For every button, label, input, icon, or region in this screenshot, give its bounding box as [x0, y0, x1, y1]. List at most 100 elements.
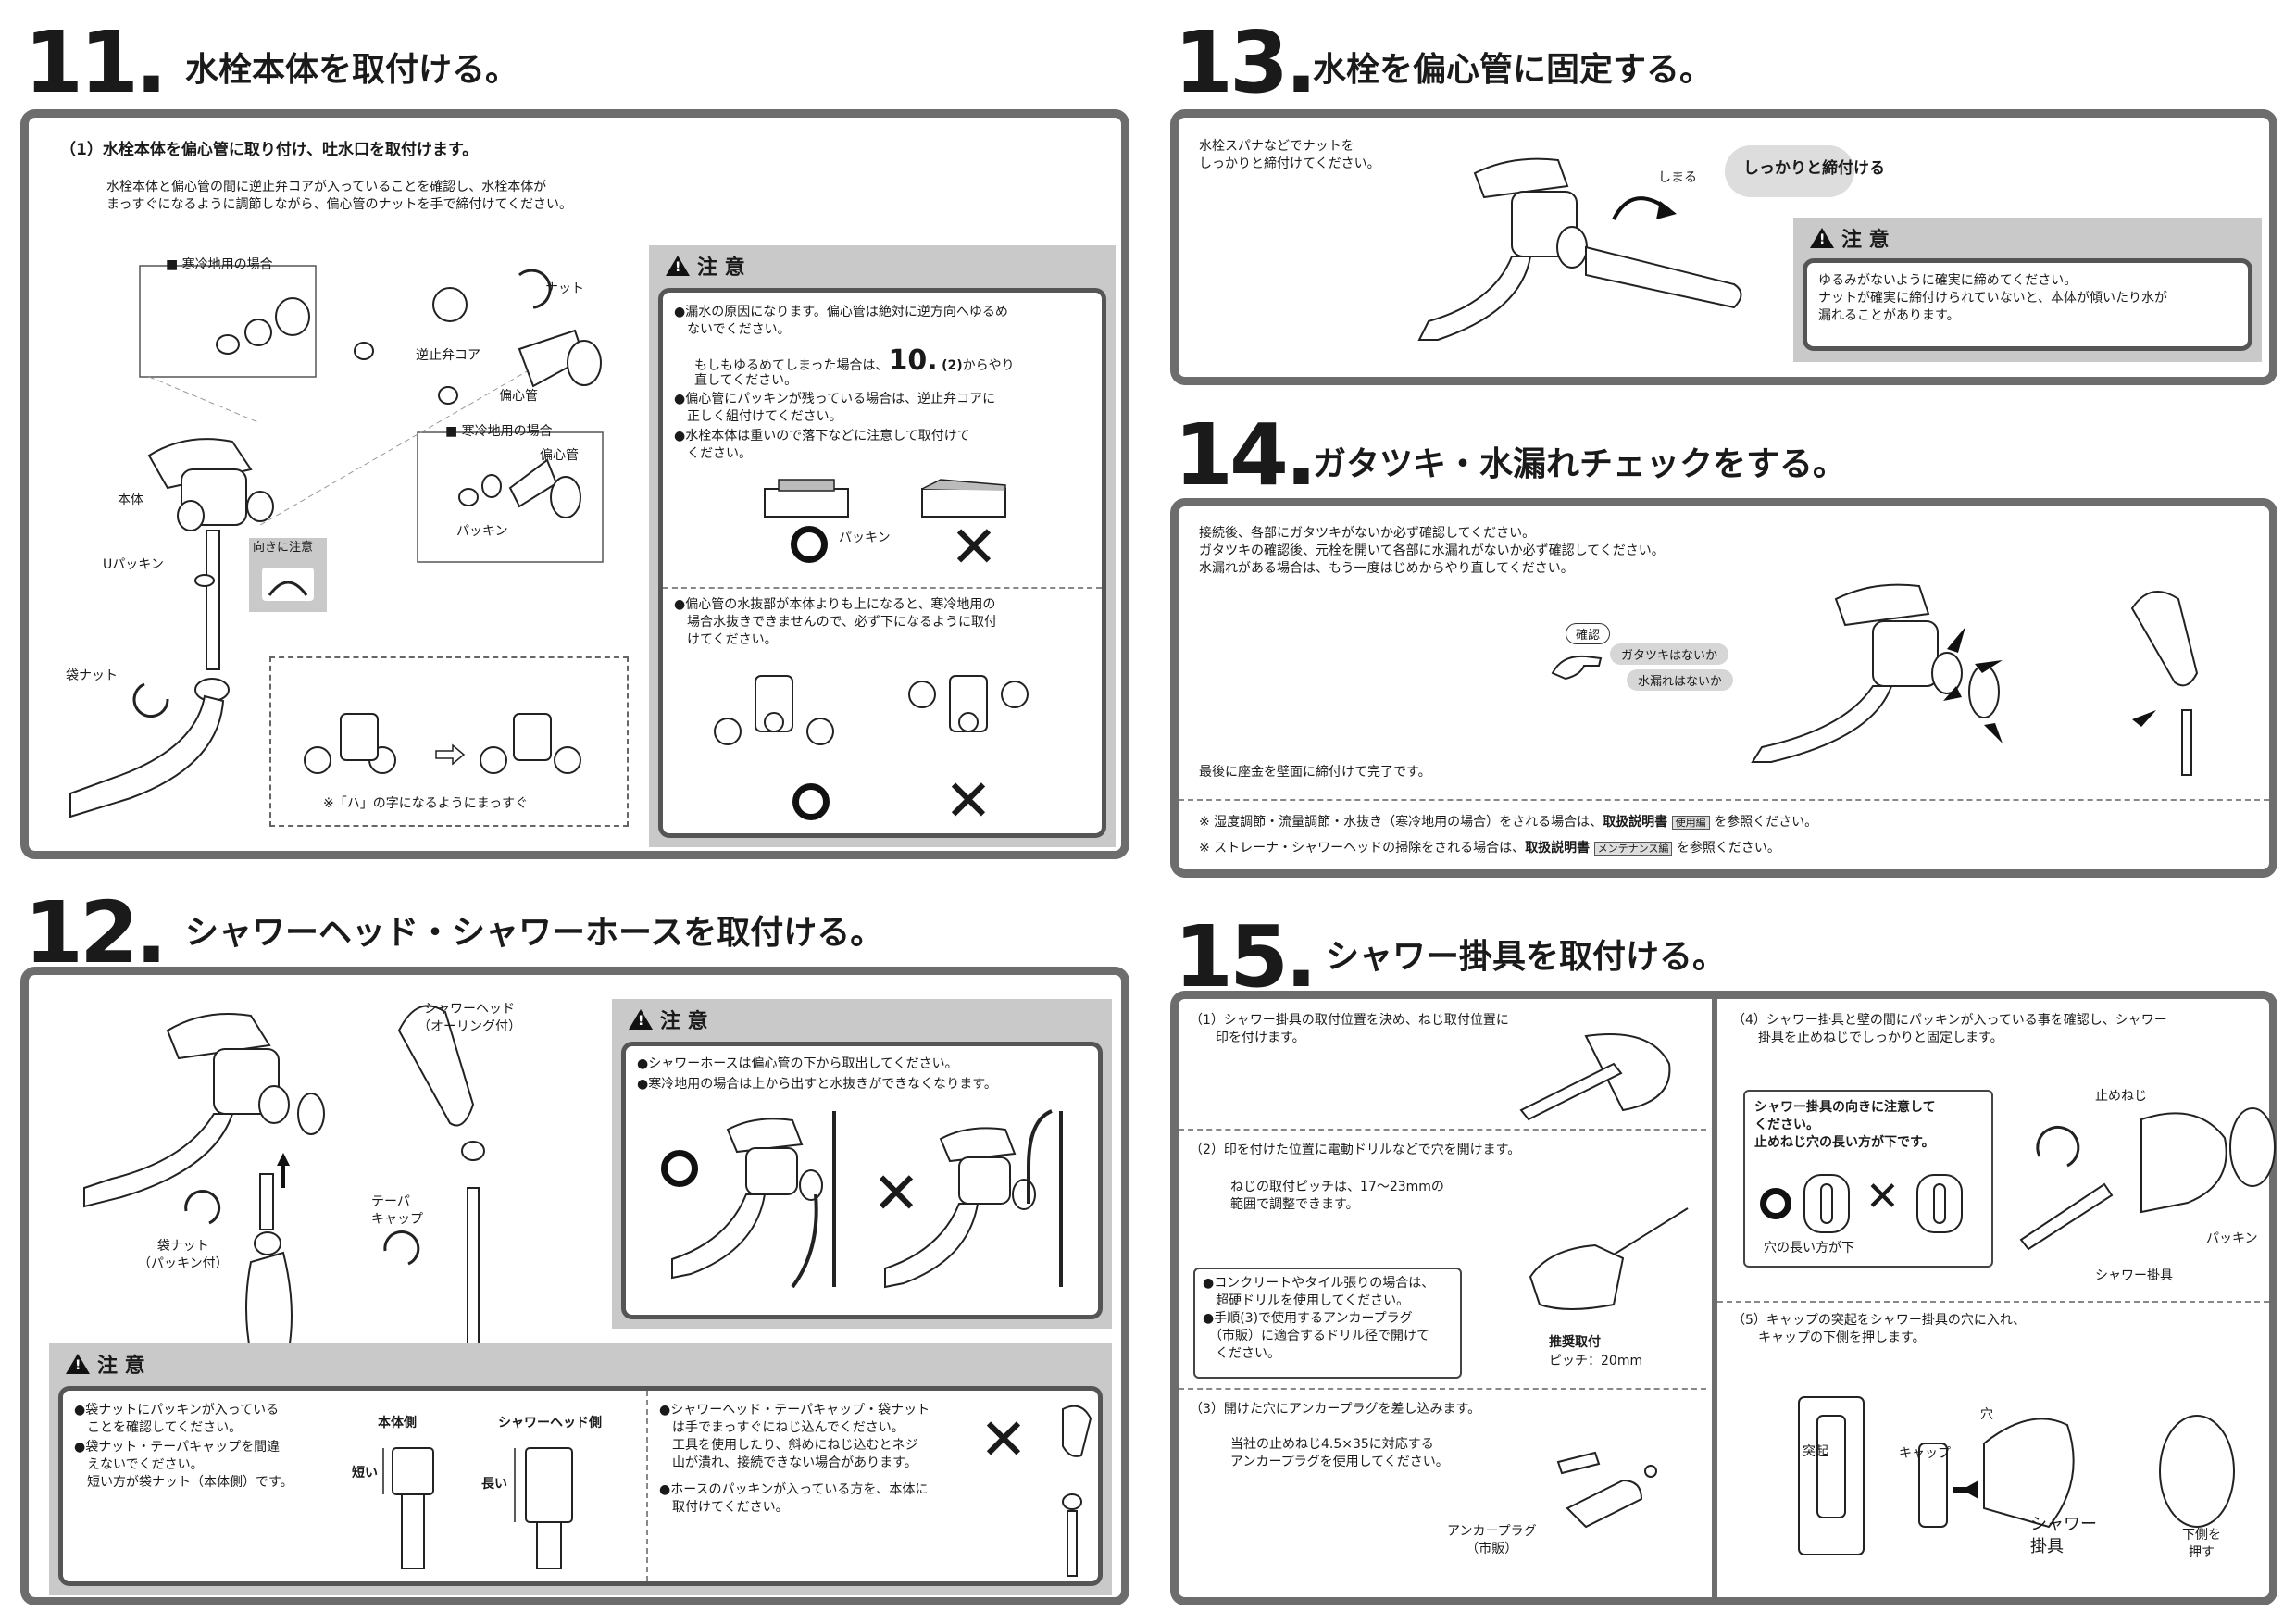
- step-13-caution: 注 意 ゆるみがないように確実に締めてください。 ナットが確実に締付けられていな…: [1793, 218, 2262, 362]
- check-label: 確認: [1566, 623, 1611, 644]
- nut-comparison-diagram: [382, 1447, 573, 1569]
- step-13-description: 水栓スパナなどでナットを しっかりと締付けてください。: [1199, 139, 1380, 171]
- label-packing-caution: パッキン: [839, 531, 891, 545]
- step-13-number: 13.: [1174, 13, 1317, 112]
- label-tighten: しまる: [1658, 170, 1697, 185]
- caution-divider: [663, 587, 1102, 589]
- label-set-screw: 止めねじ: [2095, 1089, 2147, 1104]
- direction-caution-box: 向きに注意: [249, 538, 327, 612]
- label-ha-shape-note: ※「ハ」の字になるようにまっすぐ: [323, 796, 529, 811]
- caution-item-1: ●漏水の原因になります。偏心管は絶対に逆方向へゆるめ ないでください。: [674, 305, 1008, 337]
- step-14-divider: [1179, 799, 2269, 801]
- warning-icon: [1810, 228, 1834, 248]
- ng-mark-2: ✕: [944, 767, 992, 834]
- label-body: 本体: [118, 493, 144, 507]
- label-shower-side: シャワーヘッド側: [498, 1416, 602, 1430]
- label-push-bottom: 下側を 押す: [2182, 1528, 2221, 1560]
- ok-mark: [661, 1150, 698, 1187]
- step-15-column-divider: [1712, 999, 1717, 1597]
- screw-fixing-illustration: [2019, 1107, 2276, 1251]
- caution-item-1b: もしもゆるめてしまった場合は、10. (2)からやり: [694, 344, 1015, 377]
- caution-header: 注 意: [666, 251, 745, 281]
- divider-3: [1717, 1301, 2269, 1303]
- ok-mark: [1760, 1188, 1791, 1219]
- caution-item-4: ●ホースのパッキンが入っている方を、本体に 取付けてください。: [659, 1482, 929, 1515]
- caution-body: ●漏水の原因になります。偏心管は絶対に逆方向へゆるめ ないでください。 もしもゆ…: [658, 288, 1106, 838]
- step-14-description: 接続後、各部にガタツキがないか必ず確認してください。 ガタツキの確認後、元栓を開…: [1199, 526, 1665, 576]
- step-12-number: 12.: [24, 883, 168, 982]
- note-humidity: ※ 湿度調節・流量調節・水抜き（寒冷地用の場合）をされる場合は、取扱説明書 使用…: [1199, 815, 1818, 830]
- label-cap: キャップ: [1899, 1446, 1951, 1461]
- warning-icon: [629, 1009, 653, 1030]
- packing-diagram: [764, 479, 1006, 518]
- divider-2: [1179, 1388, 1706, 1390]
- label-long: 長い: [481, 1477, 507, 1492]
- step-14-number: 14.: [1174, 406, 1317, 505]
- procedure-5: （5）キャップの突起をシャワー掛具の穴に入れ、 キャップの下側を押します。: [1732, 1313, 2027, 1345]
- cap-fitting-illustration: [1798, 1396, 2235, 1555]
- procedure-3-detail: 当社の止めねじ4.5×35に対応する アンカープラグを使用してください。: [1230, 1437, 1449, 1469]
- label-bump: 突起: [1803, 1444, 1828, 1459]
- shower-hose-illustration: [83, 1005, 485, 1355]
- caution-item-1: ●シャワーホースは偏心管の下から取出してください。: [637, 1056, 958, 1071]
- label-packing: パッキン: [2206, 1231, 2258, 1246]
- procedure-2-detail: ねじの取付ピッチは、17～23mmの 範囲で調整できます。: [1230, 1180, 1444, 1212]
- step-11-caution: 注 意 ●漏水の原因になります。偏心管は絶対に逆方向へゆるめ ないでください。 …: [649, 245, 1116, 847]
- step-12-caution-1: 注 意 ●シャワーホースは偏心管の下から取出してください。 ●寒冷地用の場合は上…: [612, 999, 1112, 1329]
- holder-front-ng: [1916, 1174, 1963, 1233]
- caution-header: 注 意: [629, 1005, 708, 1034]
- ok-mark-2: [792, 783, 830, 820]
- caution-body: ゆるみがないように確実に締めてください。 ナットが確実に締付けられていないと、本…: [1803, 258, 2252, 351]
- drilling-illustration: [1529, 1207, 1689, 1310]
- step-13-title: 水栓を偏心管に固定する。: [1313, 51, 1714, 89]
- caution-item-4: ●偏心管の水抜部が本体よりも上になると、寒冷地用の 場合水抜きできませんので、必…: [674, 597, 998, 647]
- step-11-title: 水栓本体を取付ける。: [185, 51, 519, 89]
- caution-item-3: ●シャワーヘッド・テーパキャップ・袋ナット は手でまっすぐにねじ込んでください。…: [659, 1403, 930, 1470]
- label-shower-head: シャワーヘッド （オーリング付）: [418, 1002, 521, 1034]
- holder-front-ok: [1803, 1174, 1850, 1233]
- question-wobble: ガタツキはないか: [1610, 643, 1729, 665]
- label-tighten-firmly: しっかりと締付ける: [1743, 159, 1885, 178]
- label-taper-cap: テーパ キャップ: [371, 1194, 423, 1227]
- divider-1: [1179, 1129, 1706, 1131]
- label-cold-region-1: ■ 寒冷地用の場合: [166, 257, 273, 272]
- step-15-panel: （1）シャワー掛具の取付位置を決め、ねじ取付位置に 印を付けます。 （2）印を付…: [1170, 991, 2277, 1605]
- ng-mark: ✕: [1866, 1173, 1900, 1220]
- caution-item-1: ●袋ナットにパッキンが入っている ことを確認してください。: [74, 1403, 280, 1435]
- holder-direction-text: シャワー掛具の向きに注意して ください。 止めねじ穴の長い方が下です。: [1754, 1100, 1936, 1150]
- straight-alignment-diagram: [304, 713, 581, 774]
- procedure-4: （4）シャワー掛具と壁の間にパッキンが入っている事を確認し、シャワー 掛具を止め…: [1732, 1013, 2167, 1045]
- label-direction-caution: 向きに注意: [253, 541, 314, 555]
- final-note: 最後に座金を壁面に締付けて完了です。: [1199, 765, 1431, 780]
- label-packing: パッキン: [456, 524, 508, 539]
- warning-icon: [66, 1354, 90, 1374]
- tilted-hose-diagram: [1062, 1405, 1092, 1577]
- caution-item-3: ●水栓本体は重いので落下などに注意して取付けて ください。: [674, 429, 970, 461]
- ng-mark: ✕: [950, 513, 998, 581]
- recommended-pitch-title: 推奨取付: [1549, 1335, 1601, 1350]
- step-14-panel: 接続後、各部にガタツキがないか必ず確認してください。 ガタツキの確認後、元栓を開…: [1170, 498, 2277, 878]
- caution-header: 注 意: [1810, 223, 1890, 253]
- procedure-3: （3）開けた穴にアンカープラグを差し込みます。: [1190, 1402, 1481, 1417]
- label-check-valve-core: 逆止弁コア: [416, 348, 480, 363]
- label-short: 短い: [352, 1466, 378, 1480]
- caution-item-1c: 直してください。: [694, 373, 798, 388]
- caution-item-2: ●偏心管にパッキンが残っている場合は、逆止弁コアに 正しく組付けてください。: [674, 392, 996, 424]
- label-hole: 穴: [1980, 1407, 1993, 1422]
- label-u-packing: Uパッキン: [103, 557, 164, 572]
- drill-note: ●コンクリートやタイル張りの場合は、 超硬ドリルを使用してください。 ●手順(3…: [1203, 1276, 1435, 1361]
- caution-item-2: ●袋ナット・テーパキャップを間違 えないでください。 短い方が袋ナット（本体側）…: [74, 1440, 293, 1490]
- ng-mark: ✕: [872, 1159, 920, 1227]
- label-anchor-plug: アンカープラグ （市販）: [1447, 1524, 1537, 1556]
- faucet-assembly-illustration: [69, 265, 604, 818]
- ok-mark: [791, 526, 828, 563]
- label-shower-holder-2: シャワー 掛具: [2030, 1515, 2097, 1557]
- drill-note-box: ●コンクリートやタイル張りの場合は、 超硬ドリルを使用してください。 ●手順(3…: [1193, 1268, 1462, 1379]
- drain-orientation-diagram: [714, 675, 1029, 745]
- label-nut: ナット: [545, 281, 584, 296]
- step-11-description: 水栓本体と偏心管の間に逆止弁コアが入っていることを確認し、水栓本体が まっすぐに…: [106, 180, 573, 212]
- step-15-title: シャワー掛具を取付ける。: [1326, 938, 1727, 976]
- marking-illustration: [1519, 1033, 1671, 1121]
- straightness-example-box: ※「ハ」の字になるようにまっすぐ: [269, 656, 629, 827]
- step-14-title: ガタツキ・水漏れチェックをする。: [1313, 445, 1847, 483]
